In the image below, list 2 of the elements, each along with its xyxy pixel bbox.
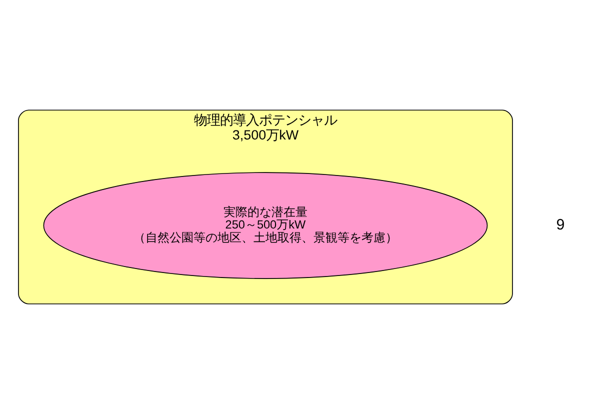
node-ellipse: 実際的な潜在量 250～500万kW （自然公園等の地区、土地取得、景観等を考慮） <box>43 172 488 279</box>
label: 9 <box>556 216 565 234</box>
